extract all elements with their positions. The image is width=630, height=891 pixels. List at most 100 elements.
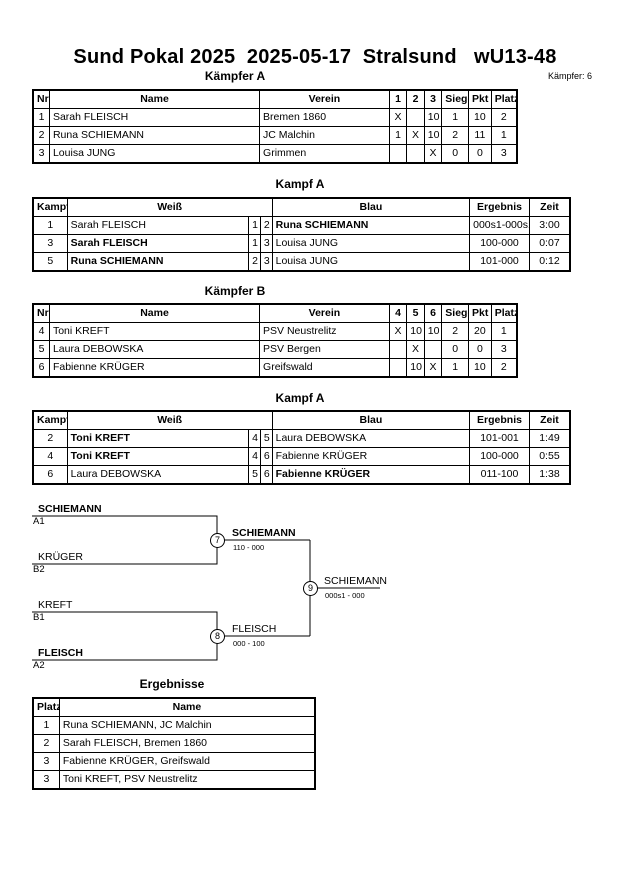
bracket-sf2-bottom-name: FLEISCH (38, 647, 83, 659)
cell-weiss: Toni KREFT (66, 429, 250, 448)
cell-platz: 3 (32, 770, 60, 790)
cell-verein: PSV Bergen (259, 340, 390, 359)
pool-b-header-row: Nr Name Verein 4 5 6 Siege Pkt Platz (32, 303, 518, 323)
results-header-row: Platz Name (32, 697, 316, 717)
cell-ergebnis: 101-000 (469, 252, 530, 272)
cell-platz: 1 (32, 716, 60, 735)
pool-a-table: Nr Name Verein 1 2 3 Siege Pkt Platz 1 S… (32, 89, 518, 164)
cell-weiss: Toni KREFT (66, 447, 250, 466)
table-row: 1 Runa SCHIEMANN, JC Malchin (32, 716, 316, 735)
fight-8-node: 8 (210, 629, 225, 644)
cell-blau: Louisa JUNG (271, 252, 471, 272)
col-header: Kampf (32, 410, 68, 430)
fight-8-winner: FLEISCH (232, 623, 277, 635)
table-row: 3 Toni KREFT, PSV Neustrelitz (32, 770, 316, 790)
cell-blau-nr: 3 (259, 234, 273, 253)
table-row: 6 Laura DEBOWSKA 5 6 Fabienne KRÜGER 011… (32, 465, 571, 485)
cell-blau: Louisa JUNG (271, 234, 471, 253)
cell-kampf: 6 (32, 465, 68, 485)
cell-platz: 1 (490, 126, 518, 145)
pool-a-title: Kämpfer A (204, 69, 266, 83)
cell-weiss-nr: 4 (248, 447, 261, 466)
fight-7-node: 7 (210, 533, 225, 548)
cell-nr: 5 (32, 340, 50, 359)
cell-blau: Fabienne KRÜGER (271, 447, 471, 466)
cell-platz: 3 (490, 144, 518, 164)
cell-verein: PSV Neustrelitz (259, 322, 390, 341)
fight-9-score: 000s1 - 000 (325, 591, 365, 600)
bracket-sf1-top-name: SCHIEMANN (38, 503, 102, 515)
cell-siege: 1 (441, 358, 470, 378)
table-row: 4 Toni KREFT PSV Neustrelitz X 10 10 2 2… (32, 322, 518, 341)
cell-name: Runa SCHIEMANN, JC Malchin (58, 716, 316, 735)
cell-name: Fabienne KRÜGER (48, 358, 261, 378)
table-row: 4 Toni KREFT 4 6 Fabienne KRÜGER 100-000… (32, 447, 571, 466)
cell-verein: JC Malchin (259, 126, 390, 145)
bracket-sf1-bottom-seed: B2 (33, 564, 45, 575)
cell-verein: Greifswald (259, 358, 390, 378)
cell-platz: 3 (32, 752, 60, 771)
cell-ergebnis: 100-000 (469, 447, 530, 466)
cell-name: Sarah FLEISCH, Bremen 1860 (58, 734, 316, 753)
bracket-sf1-bottom-name: KRÜGER (38, 551, 83, 563)
fights-a-table: Kampf Weiß Blau Ergebnis Zeit 1 Sarah FL… (32, 197, 571, 272)
col-header: Siege (441, 89, 470, 109)
fights-a-title: Kampf A (275, 177, 325, 191)
col-header: Zeit (528, 197, 571, 217)
cell-kampf: 5 (32, 252, 68, 272)
fight-9-node: 9 (303, 581, 318, 596)
page-title: Sund Pokal 2025 2025-05-17 Stralsund wU1… (73, 46, 557, 68)
cell-ergebnis: 100-000 (469, 234, 530, 253)
cell-name: Louisa JUNG (48, 144, 261, 164)
bracket-sf2-bottom-seed: A2 (33, 660, 45, 671)
col-header: Siege (441, 303, 470, 323)
cell-kampf: 4 (32, 447, 68, 466)
cell-kampf: 3 (32, 234, 68, 253)
cell-weiss: Sarah FLEISCH (66, 234, 250, 253)
cell-zeit: 0:55 (528, 447, 571, 466)
results-table: Platz Name 1 Runa SCHIEMANN, JC Malchin … (32, 697, 316, 790)
cell-blau-nr: 3 (259, 252, 273, 272)
col-header: Nr (32, 89, 50, 109)
cell-name: Laura DEBOWSKA (48, 340, 261, 359)
cell-zeit: 0:07 (528, 234, 571, 253)
pool-b-title: Kämpfer B (204, 284, 266, 298)
bracket-sf1-top-seed: A1 (33, 516, 45, 527)
table-row: 2 Runa SCHIEMANN JC Malchin 1 X 10 2 11 … (32, 126, 518, 145)
col-header: Platz (490, 303, 518, 323)
pool-b-table: Nr Name Verein 4 5 6 Siege Pkt Platz 4 T… (32, 303, 518, 378)
cell-platz: 2 (32, 734, 60, 753)
col-header: Platz (32, 697, 60, 717)
cell-blau-nr: 6 (259, 447, 273, 466)
col-header: Platz (490, 89, 518, 109)
fight-7-score: 110 - 000 (233, 543, 265, 552)
cell-weiss: Runa SCHIEMANN (66, 252, 250, 272)
fights-b-table: Kampf Weiß Blau Ergebnis Zeit 2 Toni KRE… (32, 410, 571, 485)
cell-blau: Laura DEBOWSKA (271, 429, 471, 448)
table-row: 3 Louisa JUNG Grimmen X 0 0 3 (32, 144, 518, 164)
col-header: Name (58, 697, 316, 717)
bracket-sf2-top-seed: B1 (33, 612, 45, 623)
cell-name: Toni KREFT, PSV Neustrelitz (58, 770, 316, 790)
cell-blau: Runa SCHIEMANN (271, 216, 471, 235)
cell-ergebnis: 011-100 (469, 465, 530, 485)
table-row: 1 Sarah FLEISCH Bremen 1860 X 10 1 10 2 (32, 108, 518, 127)
cell-platz: 3 (490, 340, 518, 359)
table-row: 2 Sarah FLEISCH, Bremen 1860 (32, 734, 316, 753)
cell-nr: 3 (32, 144, 50, 164)
cell-blau: Fabienne KRÜGER (271, 465, 471, 485)
fight-8-score: 000 - 100 (233, 639, 265, 648)
cell-weiss: Laura DEBOWSKA (66, 465, 250, 485)
cell-verein: Grimmen (259, 144, 390, 164)
table-row: 2 Toni KREFT 4 5 Laura DEBOWSKA 101-001 … (32, 429, 571, 448)
cell-siege: 0 (441, 144, 470, 164)
cell-name: Runa SCHIEMANN (48, 126, 261, 145)
cell-nr: 6 (32, 358, 50, 378)
cell-ergebnis: 000s1-000s1 (469, 216, 530, 235)
col-header: Weiß (66, 197, 273, 217)
col-header: Nr (32, 303, 50, 323)
fights-a-header-row: Kampf Weiß Blau Ergebnis Zeit (32, 197, 571, 217)
results-title: Ergebnisse (139, 677, 205, 691)
table-row: 3 Sarah FLEISCH 1 3 Louisa JUNG 100-000 … (32, 234, 571, 253)
fights-b-title: Kampf A (275, 391, 325, 405)
